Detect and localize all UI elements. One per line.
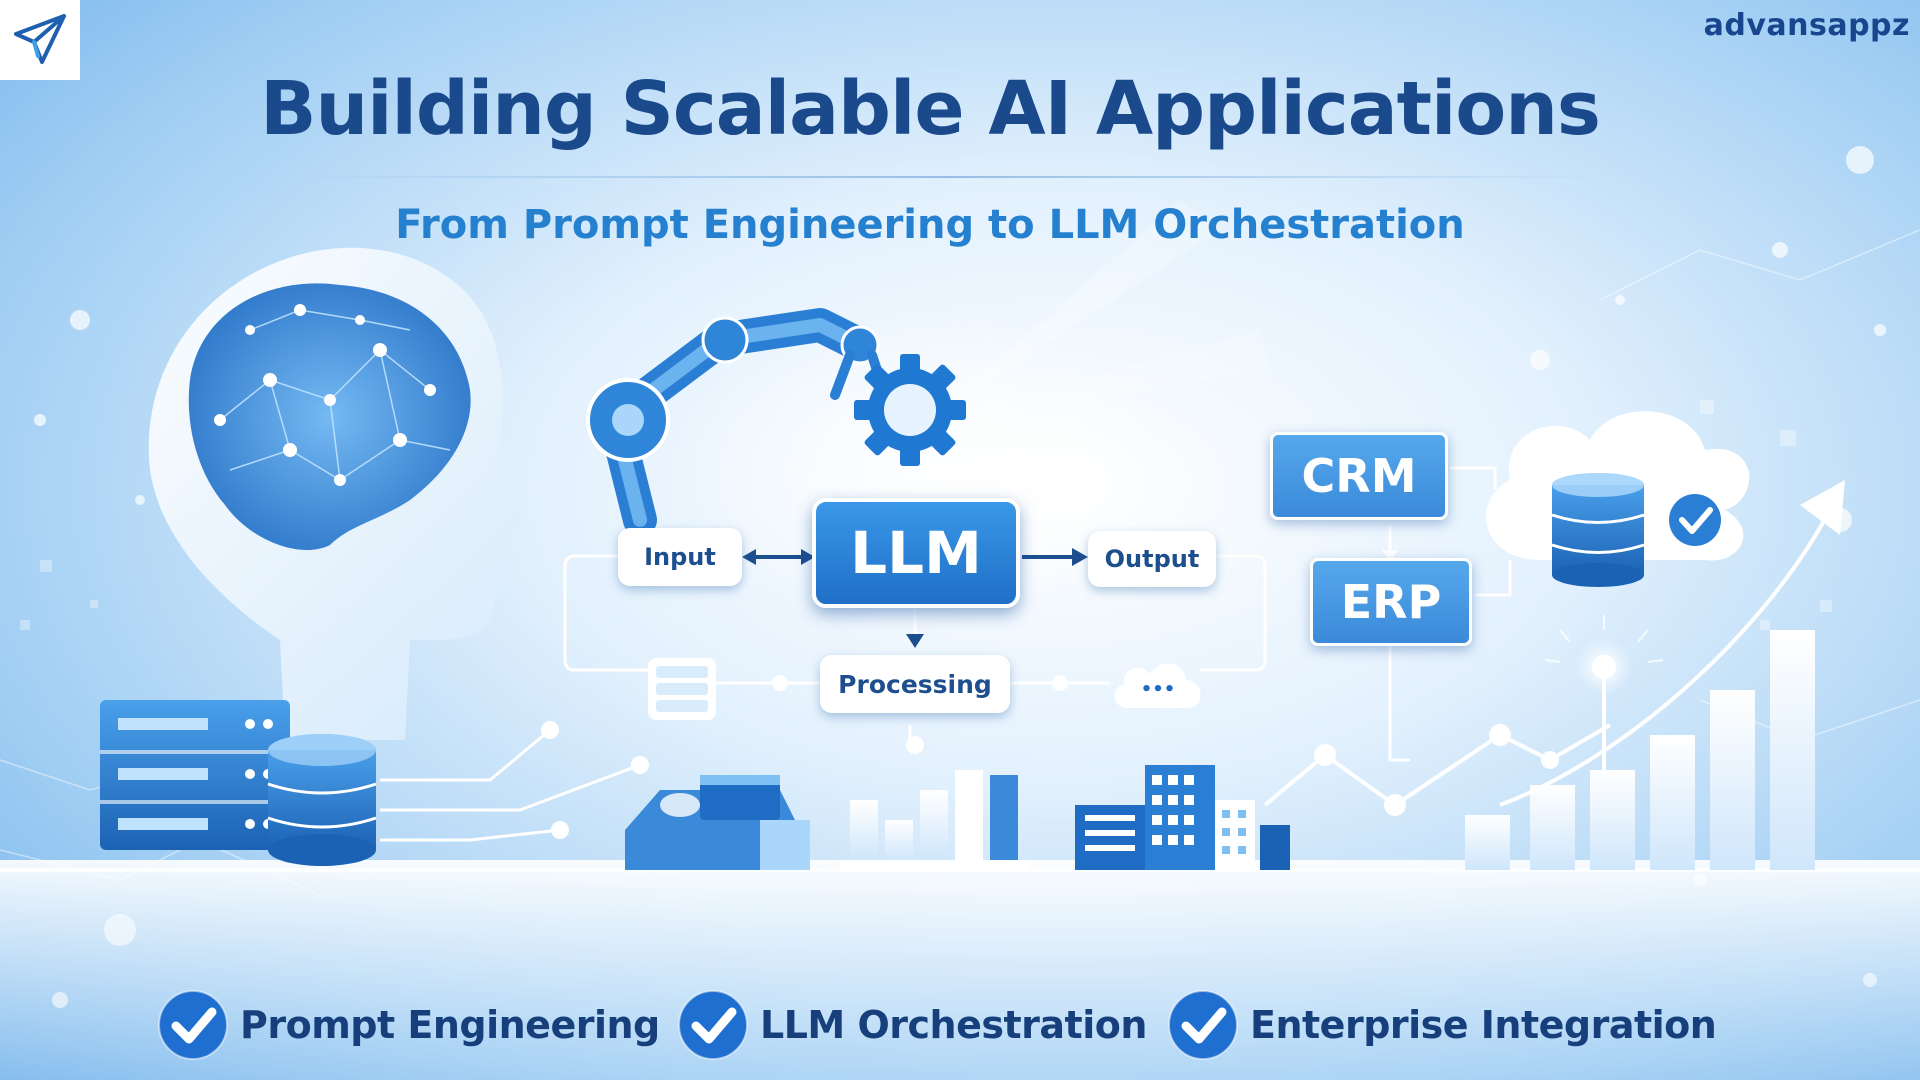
cloud-node-label: ••• [1140, 678, 1176, 700]
logo-tile[interactable] [0, 0, 80, 80]
cloud-icon [1114, 663, 1201, 708]
processing-node-label: Processing [838, 669, 992, 699]
page-subtitle: From Prompt Engineering to LLM Orchestra… [395, 202, 1465, 248]
llm-node-label: LLM [850, 519, 982, 587]
processing-node: Processing [820, 655, 1010, 713]
title-divider [290, 176, 1610, 178]
feature-label: Enterprise Integration [1250, 1003, 1717, 1047]
robotic-arm-icon [586, 308, 890, 537]
erp-node: ERP [1310, 558, 1472, 646]
check-circle-icon [1168, 990, 1238, 1060]
crm-node-label: CRM [1301, 449, 1417, 503]
feature-llm-orchestration: LLM Orchestration [678, 990, 1147, 1060]
feature-label: LLM Orchestration [760, 1003, 1147, 1047]
check-circle-icon [678, 990, 748, 1060]
feature-label: Prompt Engineering [240, 1003, 660, 1047]
ai-head-brain-icon [148, 247, 527, 740]
input-node: Input [618, 528, 742, 586]
brand-name: advansappz [1703, 8, 1910, 43]
output-node-label: Output [1104, 545, 1200, 573]
feature-enterprise-integration: Enterprise Integration [1168, 990, 1717, 1060]
paper-plane-icon [14, 14, 66, 64]
feature-prompt-engineering: Prompt Engineering [158, 990, 660, 1060]
cloud-database-icon [1486, 411, 1750, 587]
page-title: Building Scalable AI Applications [260, 66, 1601, 152]
input-node-label: Input [644, 543, 716, 571]
cloud-node: ••• [1108, 652, 1208, 712]
crm-node: CRM [1270, 432, 1448, 520]
erp-node-label: ERP [1340, 575, 1442, 629]
server-rack-icon [100, 700, 377, 866]
check-circle-icon [158, 990, 228, 1060]
gear-icon [854, 354, 966, 466]
output-node: Output [1088, 531, 1216, 587]
llm-node: LLM [812, 498, 1020, 608]
